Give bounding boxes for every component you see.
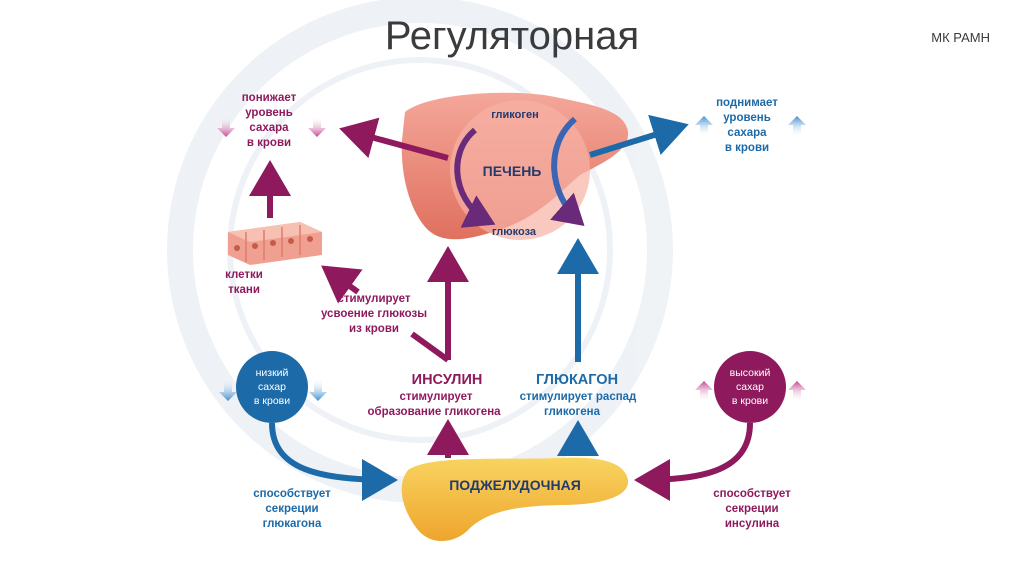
insulin-branch-line bbox=[410, 331, 450, 363]
promotes-insulin-line-3: инсулина bbox=[725, 518, 780, 530]
tissue-cells bbox=[228, 222, 322, 265]
high-sugar-line-1: высокий bbox=[730, 367, 771, 379]
raises-sugar-line-3: сахара bbox=[727, 127, 767, 139]
down-pink-icon bbox=[217, 116, 235, 137]
raises-sugar-line-2: уровень bbox=[723, 112, 771, 124]
liver-label: ПЕЧЕНЬ bbox=[483, 163, 542, 179]
glucagon-effect-line-2: гликогена bbox=[544, 406, 601, 418]
high-sugar-line-2: сахар bbox=[736, 381, 764, 393]
high-sugar-line-3: в крови bbox=[732, 395, 768, 407]
pancreas bbox=[401, 457, 629, 542]
glucagon-effect-line-1: стимулирует распад bbox=[520, 391, 637, 403]
high-sugar-circle bbox=[714, 351, 786, 423]
up-blue-icon bbox=[788, 116, 806, 137]
insulin-effect-line-2: образование гликогена bbox=[367, 406, 501, 418]
liver-to-lowers-sugar-arrow bbox=[339, 117, 449, 161]
page-title: Регуляторная bbox=[384, 14, 640, 58]
stimulates-uptake-line-1: стимулирует bbox=[337, 293, 410, 305]
lowers-sugar-line-4: в крови bbox=[247, 137, 291, 149]
insulin-effect-line-1: стимулирует bbox=[399, 391, 472, 403]
stimulates-uptake-line-2: усвоение глюкозы bbox=[321, 308, 427, 320]
lowers-sugar-line-3: сахара bbox=[249, 122, 289, 134]
glucagon-name: ГЛЮКАГОН bbox=[536, 372, 618, 388]
insulin-to-cells-arrow bbox=[321, 265, 363, 304]
promotes-glucagon-line-1: способствует bbox=[253, 488, 331, 500]
low-sugar-line-3: в крови bbox=[254, 395, 290, 407]
up-pink-icon bbox=[695, 381, 713, 402]
tissue-cells-line-2: ткани bbox=[228, 284, 260, 296]
tissue-cells-line-1: клетки bbox=[225, 269, 263, 281]
insulin-name: ИНСУЛИН bbox=[412, 372, 483, 388]
raises-sugar-line-4: в крови bbox=[725, 142, 769, 154]
promotes-glucagon-line-2: секреции bbox=[265, 503, 318, 515]
promotes-insulin-line-1: способствует bbox=[713, 488, 791, 500]
up-pink-icon bbox=[788, 381, 806, 402]
lowers-sugar-line-2: уровень bbox=[245, 107, 293, 119]
pancreas-label: ПОДЖЕЛУДОЧНАЯ bbox=[449, 477, 581, 493]
down-blue-icon bbox=[219, 378, 237, 401]
liver-glycogen-label: гликоген bbox=[491, 109, 538, 121]
promotes-glucagon-line-3: глюкагона bbox=[263, 518, 322, 530]
promotes-insulin-line-2: секреции bbox=[725, 503, 778, 515]
high-sugar-to-pancreas-arrow bbox=[634, 422, 753, 501]
down-blue-icon bbox=[309, 378, 327, 401]
up-blue-icon bbox=[695, 116, 713, 137]
raises-sugar-line-1: поднимает bbox=[716, 97, 778, 109]
low-sugar-line-1: низкий bbox=[256, 367, 289, 379]
low-sugar-to-pancreas-arrow bbox=[269, 422, 398, 501]
liver-to-raises-sugar-arrow bbox=[589, 114, 689, 158]
liver-glucose-label: глюкоза bbox=[492, 226, 537, 238]
low-sugar-line-2: сахар bbox=[258, 381, 286, 393]
stimulates-uptake-line-3: из крови bbox=[349, 323, 399, 335]
down-pink-icon bbox=[308, 116, 326, 137]
glycogen-to-glucose-arrow bbox=[454, 127, 496, 228]
lowers-sugar-line-1: понижает bbox=[242, 92, 297, 104]
low-sugar-circle bbox=[236, 351, 308, 423]
corner-label: МК РАМН bbox=[931, 30, 990, 45]
glucose-to-glycogen-arrow bbox=[550, 116, 585, 226]
